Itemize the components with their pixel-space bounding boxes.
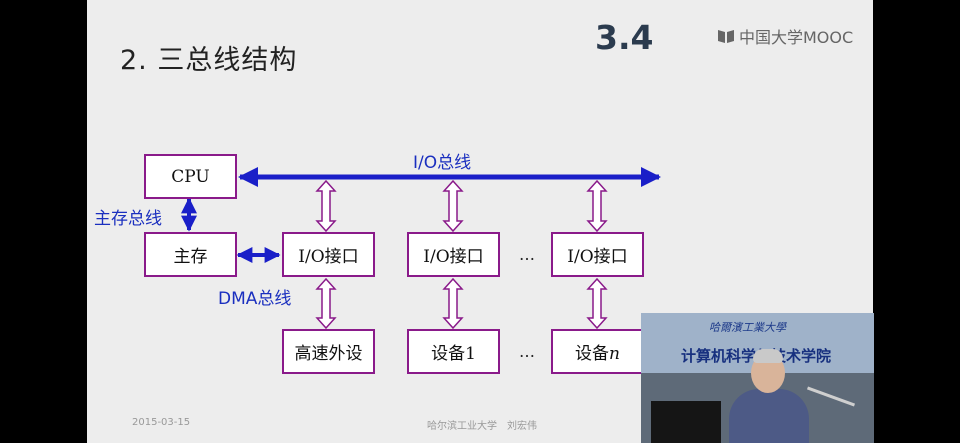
ellipsis-devices: …	[519, 342, 535, 361]
dma-bus-label: DMA总线	[218, 289, 292, 309]
double-arrow-io3-bus	[586, 179, 608, 233]
io-interface-box-1: I/O接口	[282, 232, 375, 277]
double-arrow-io1-bus	[315, 179, 337, 233]
mooc-book-icon	[718, 30, 734, 43]
io-bus-label: I/O总线	[413, 153, 472, 173]
mooc-logo-text: 中国大学MOOC	[739, 28, 854, 47]
device-1-label: 设备1	[431, 344, 476, 364]
double-arrow-io3-devicen	[586, 277, 608, 330]
ellipsis-interfaces: …	[519, 245, 535, 264]
high-speed-peripheral-label: 高速外设	[294, 344, 363, 364]
bus-arrows	[181, 167, 661, 330]
device-1-box: 设备1	[407, 329, 500, 374]
io-interface-label-3: I/O接口	[567, 247, 628, 267]
memory-bus-label: 主存总线	[94, 209, 162, 229]
double-arrow-io2-device1	[442, 277, 464, 330]
io-interface-label-1: I/O接口	[298, 247, 359, 267]
main-memory-label: 主存	[173, 247, 208, 267]
io-interface-box-2: I/O接口	[407, 232, 500, 277]
io-interface-box-3: I/O接口	[551, 232, 644, 277]
double-arrow-io2-bus	[442, 179, 464, 233]
device-n-box: 设备n	[551, 329, 644, 374]
lecturer-video: 哈爾濱工業大學 计算机科学与技术学院	[641, 313, 874, 443]
device-n-suffix: n	[609, 344, 620, 364]
slide-title: 2. 三总线结构	[120, 45, 298, 76]
io-interface-label-2: I/O接口	[423, 247, 484, 267]
device-n-prefix: 设备	[575, 344, 610, 364]
slide: 2. 三总线结构 3.4 中国大学MOOC	[87, 0, 873, 443]
footer-date: 2015-03-15	[132, 417, 191, 428]
lecturer-hair	[753, 349, 783, 363]
laptop	[651, 401, 721, 443]
section-number: 3.4	[595, 18, 654, 57]
device-n-label: 设备n	[575, 339, 620, 364]
cpu-label: CPU	[171, 166, 210, 187]
mooc-logo: 中国大学MOOC	[717, 24, 853, 48]
lecturer-body	[729, 389, 809, 443]
double-arrow-io1-peripheral	[315, 277, 337, 330]
high-speed-peripheral-box: 高速外设	[282, 329, 375, 374]
main-memory-box: 主存	[144, 232, 237, 277]
cpu-box: CPU	[144, 154, 237, 199]
school-name: 哈爾濱工業大學	[709, 321, 786, 334]
footer-org: 哈尔滨工业大学 刘宏伟	[427, 421, 537, 432]
